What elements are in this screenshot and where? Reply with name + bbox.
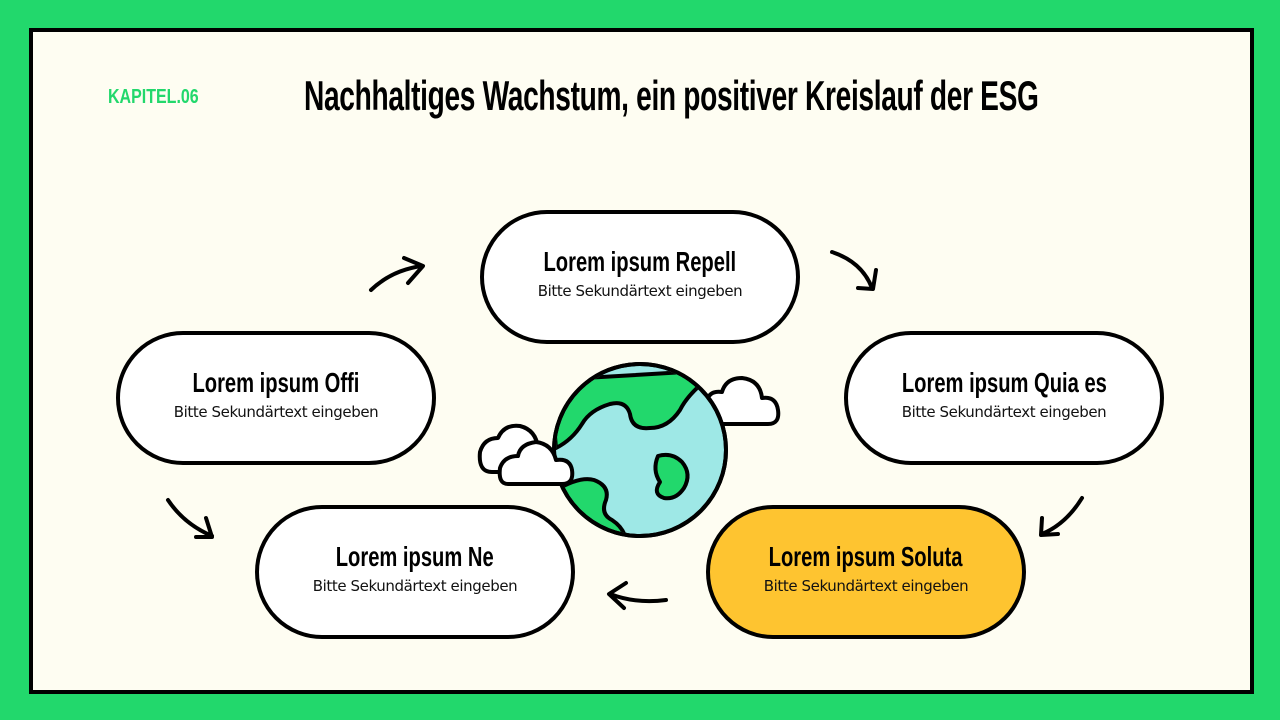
- cycle-item-title: Lorem ipsum Offi: [192, 367, 360, 398]
- curved-arrow-icon: [369, 256, 425, 292]
- cycle-item-ne: Lorem ipsum Ne Bitte Sekundärtext eingeb…: [255, 505, 575, 639]
- page-title: Nachhaltiges Wachstum, ein positiver Kre…: [304, 72, 1039, 119]
- cycle-item-subtitle: Bitte Sekundärtext eingeben: [763, 577, 969, 595]
- cycle-item-subtitle: Bitte Sekundärtext eingeben: [312, 577, 518, 595]
- cloud-icon: [477, 423, 575, 486]
- cycle-item-soluta: Lorem ipsum Soluta Bitte Sekundärtext ei…: [706, 505, 1026, 639]
- cycle-item-offi: Lorem ipsum Offi Bitte Sekundärtext eing…: [116, 331, 436, 465]
- curved-arrow-icon: [830, 250, 878, 291]
- chapter-label: KAPITEL.06: [108, 86, 199, 108]
- curved-arrow-icon: [1039, 496, 1084, 537]
- curved-arrow-icon: [166, 498, 214, 539]
- curved-arrow-icon: [607, 581, 668, 610]
- cycle-item-title: Lorem ipsum Repell: [543, 246, 737, 277]
- cycle-item-repell: Lorem ipsum Repell Bitte Sekundärtext ei…: [480, 210, 800, 344]
- cycle-item-subtitle: Bitte Sekundärtext eingeben: [173, 403, 379, 421]
- cycle-item-title: Lorem ipsum Ne: [336, 541, 494, 572]
- globe-icon: [552, 362, 728, 538]
- cycle-item-quia-es: Lorem ipsum Quia es Bitte Sekundärtext e…: [844, 331, 1164, 465]
- cycle-item-subtitle: Bitte Sekundärtext eingeben: [901, 403, 1107, 421]
- cycle-item-title: Lorem ipsum Soluta: [769, 541, 963, 572]
- cycle-item-subtitle: Bitte Sekundärtext eingeben: [537, 282, 743, 300]
- cycle-item-title: Lorem ipsum Quia es: [901, 367, 1107, 398]
